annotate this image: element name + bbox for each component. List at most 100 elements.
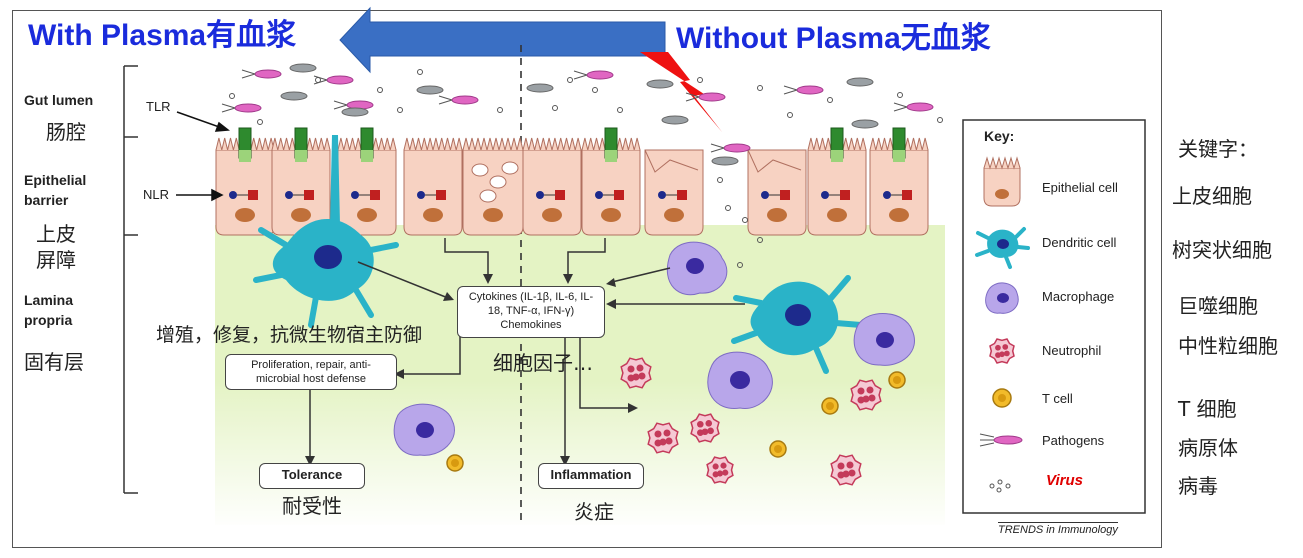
dendritic-cell bbox=[253, 135, 399, 328]
figure-frame bbox=[12, 10, 1162, 548]
virus bbox=[742, 217, 748, 223]
without-plasma-heading: Without Plasma无血浆 bbox=[676, 22, 991, 55]
pathogen bbox=[851, 119, 879, 129]
neutrophil bbox=[647, 422, 679, 454]
proliferation-annotation-cn: 增殖，修复，抗微生物宿主防御 bbox=[156, 324, 423, 346]
key-label-dendritic-cell: Dendritic cell bbox=[1042, 235, 1117, 250]
virus bbox=[737, 262, 743, 268]
key-label-t-cell: T cell bbox=[1042, 391, 1073, 406]
keyword-neutrophil: 中性粒细胞 bbox=[1178, 334, 1278, 358]
epithelial-barrier-label: Epithelial barrier bbox=[24, 172, 87, 208]
key-label-epithelial-cell: Epithelial cell bbox=[1042, 180, 1118, 195]
pathogen bbox=[526, 83, 554, 93]
virus bbox=[552, 105, 558, 111]
pathogen bbox=[711, 156, 739, 166]
keyword-virus: 病毒 bbox=[1178, 474, 1218, 498]
with-plasma-heading: With Plasma有血浆 bbox=[28, 19, 297, 52]
keyword-pathogen: 病原体 bbox=[1178, 436, 1238, 460]
virus bbox=[725, 205, 731, 211]
key-label-virus: Virus bbox=[1046, 472, 1083, 489]
cytokines-annotation-cn: 细胞因子… bbox=[493, 351, 593, 375]
keyword-dendritic-cell: 树突状细胞 bbox=[1172, 238, 1272, 262]
epithelial-cell bbox=[807, 127, 867, 236]
gut-lumen-label: Gut lumen bbox=[24, 92, 94, 108]
neutrophil bbox=[830, 454, 862, 486]
lamina-propria-label-cn: 固有层 bbox=[24, 350, 84, 374]
virus bbox=[697, 77, 703, 83]
neutrophil bbox=[690, 413, 720, 443]
key-title: Key: bbox=[984, 128, 1015, 144]
macrophage-icon bbox=[985, 282, 1019, 314]
virus bbox=[717, 177, 723, 183]
epithelial-cell bbox=[644, 149, 704, 236]
region-bracket bbox=[123, 65, 138, 494]
epithelial-barrier-label-cn-1: 上皮 bbox=[36, 222, 76, 246]
pathogen bbox=[893, 102, 934, 112]
inflammation-annotation-cn: 炎症 bbox=[574, 500, 614, 524]
nlr-label: NLR bbox=[143, 187, 170, 202]
pathogen bbox=[333, 100, 374, 110]
virus bbox=[567, 77, 573, 83]
epithelial-cell bbox=[869, 127, 929, 236]
epithelial-barrier-label-cn-2: 屏障 bbox=[36, 248, 76, 272]
epithelial-cell bbox=[271, 127, 331, 236]
neutrophil bbox=[989, 338, 1015, 364]
key-label-neutrophil: Neutrophil bbox=[1042, 343, 1102, 358]
gut-lumen-label-cn: 肠腔 bbox=[46, 120, 86, 144]
epithelial-cell bbox=[403, 137, 463, 236]
virus bbox=[592, 87, 598, 93]
pathogen bbox=[313, 75, 354, 85]
keyword-epithelial-cell: 上皮细胞 bbox=[1172, 184, 1252, 208]
neutrophil bbox=[706, 456, 734, 484]
epithelial-cell bbox=[337, 127, 397, 236]
tolerance-annotation-cn: 耐受性 bbox=[282, 494, 342, 518]
virus bbox=[229, 93, 235, 99]
epithelial-cell bbox=[522, 137, 582, 236]
keyword-macrophage: 巨噬细胞 bbox=[1178, 294, 1258, 318]
pathogen bbox=[438, 95, 479, 105]
virus bbox=[315, 77, 321, 83]
key-label-macrophage: Macrophage bbox=[1042, 289, 1115, 304]
dendritic-cell-icon bbox=[975, 227, 1030, 269]
keyword-t-cell: T 细胞 bbox=[1178, 397, 1237, 421]
keywords-title: 关键字： bbox=[1178, 137, 1258, 161]
pathogen bbox=[846, 77, 874, 87]
virus bbox=[897, 92, 903, 98]
pathogen bbox=[783, 85, 824, 95]
pathogen bbox=[685, 92, 726, 102]
virus bbox=[397, 107, 403, 113]
cytokines-box: Cytokines (IL-1β, IL-6, IL-18, TNF-α, IF… bbox=[457, 286, 605, 338]
epithelial-cell bbox=[747, 149, 807, 236]
pathogen bbox=[241, 69, 282, 79]
t-cell-icon bbox=[992, 388, 1012, 408]
virus bbox=[757, 85, 763, 91]
pathogen bbox=[416, 85, 444, 95]
lamina-propria-label: Lamina propria bbox=[24, 292, 74, 328]
pathogen bbox=[710, 143, 751, 153]
journal-credit: TRENDS in Immunology bbox=[998, 522, 1118, 536]
virus-icon bbox=[989, 479, 1011, 493]
virus bbox=[827, 97, 833, 103]
virus bbox=[257, 119, 263, 125]
key-label-pathogens: Pathogens bbox=[1042, 433, 1105, 448]
tlr-label: TLR bbox=[146, 99, 171, 114]
pathogen bbox=[341, 107, 369, 117]
virus bbox=[617, 107, 623, 113]
neutrophil-icon bbox=[989, 338, 1015, 364]
virus bbox=[377, 87, 383, 93]
pathogen bbox=[280, 91, 308, 101]
pathogen bbox=[289, 63, 317, 73]
inflammation-box: Inflammation bbox=[538, 463, 644, 489]
epithelial-cell bbox=[462, 137, 524, 236]
pathogen bbox=[661, 115, 689, 125]
virus bbox=[937, 117, 943, 123]
plasma-direction-arrow bbox=[339, 6, 666, 74]
pathogen bbox=[221, 103, 262, 113]
flow-arrows bbox=[309, 238, 745, 460]
epithelial-cell bbox=[581, 127, 641, 236]
neutrophil bbox=[850, 379, 882, 411]
pathogen bbox=[646, 79, 674, 89]
virus bbox=[757, 237, 763, 243]
epithelial-cell-icon bbox=[983, 156, 1021, 207]
